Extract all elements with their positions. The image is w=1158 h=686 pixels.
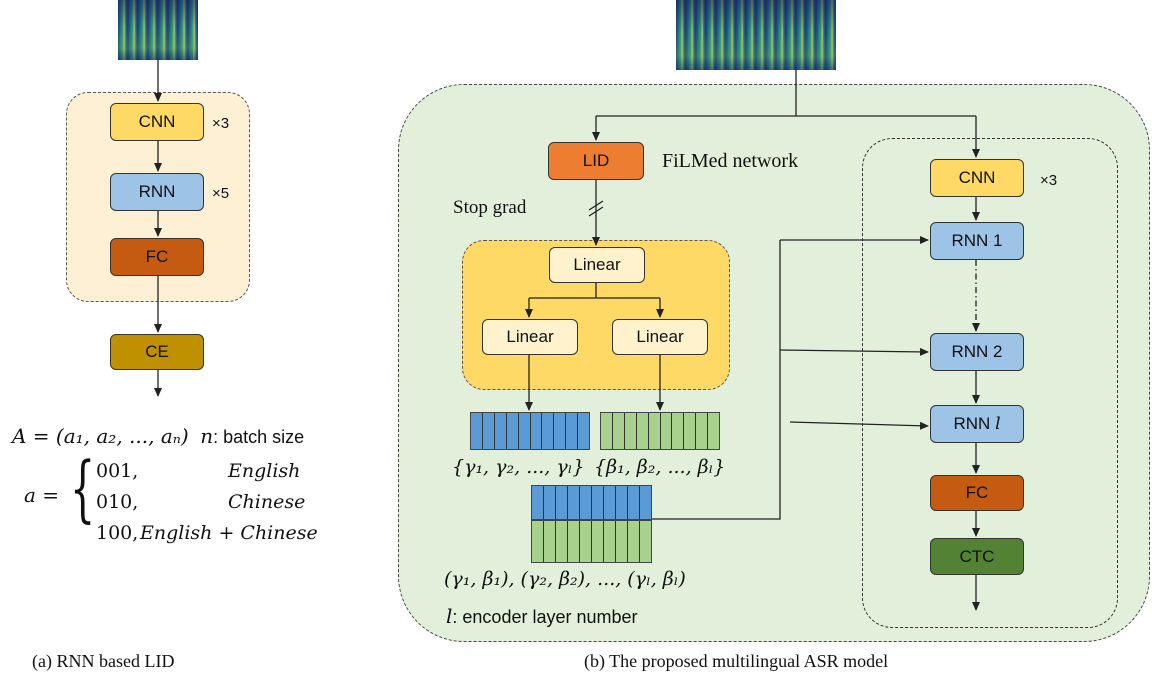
- case2-lang: Chinese: [228, 491, 306, 513]
- batch-size-var: n: [200, 424, 214, 448]
- batch-formula: A = (a₁, a₂, ..., aₙ) n: batch size: [12, 424, 304, 449]
- encoder-layer-note: l: encoder layer number: [446, 604, 638, 628]
- left-rnn-repeat: ×5: [212, 185, 230, 202]
- left-cnn-repeat: ×3: [212, 115, 230, 132]
- filmed-network-label: FiLMed network: [662, 150, 799, 172]
- case3-code: 100,: [96, 522, 139, 544]
- left-cnn-box: CNN: [110, 103, 204, 141]
- film-gamma-row: [531, 485, 652, 520]
- batch-size-text: : batch size: [213, 427, 305, 447]
- stop-grad-label: Stop grad: [453, 197, 527, 218]
- film-pairs-label: (γ₁, β₁), (γ₂, β₂), ..., (γₗ, βₗ): [444, 568, 686, 590]
- gamma-vector: [470, 412, 590, 450]
- asr-rnnl-box: RNN l: [930, 405, 1024, 443]
- asr-rnnl-prefix: RNN: [953, 414, 996, 433]
- left-fc-box: FC: [110, 238, 204, 276]
- gamma-set-label: {γ₁, γ₂, ..., γₗ}: [452, 456, 585, 478]
- lid-box: LID: [548, 142, 644, 180]
- batch-formula-text: A = (a₁, a₂, ..., aₙ): [12, 424, 189, 448]
- asr-rnn2-box: RNN 2: [930, 333, 1024, 371]
- encoder-layer-text: : encoder layer number: [452, 607, 638, 627]
- beta-set-label: {β₁, β₂, ..., βₗ}: [594, 456, 726, 478]
- asr-rnnl-var: l: [995, 414, 1001, 434]
- big-left-brace: {: [70, 446, 96, 530]
- case2-code: 010,: [96, 491, 139, 513]
- asr-fc-box: FC: [930, 475, 1024, 511]
- caption-a: (a) RNN based LID: [32, 651, 175, 671]
- asr-encoder-panel: [862, 138, 1118, 628]
- asr-rnn1-box: RNN 1: [930, 222, 1024, 260]
- case1-lang: English: [228, 460, 301, 482]
- linear-right-box: Linear: [612, 319, 708, 355]
- right-spectrogram: [676, 0, 836, 70]
- left-ce-box: CE: [110, 334, 204, 370]
- case1-code: 001,: [96, 460, 139, 482]
- asr-cnn-repeat: ×3: [1040, 172, 1058, 189]
- left-rnn-box: RNN: [110, 173, 204, 211]
- a-equals: a =: [24, 483, 60, 507]
- asr-cnn-box: CNN: [930, 159, 1024, 197]
- case3-lang: English + Chinese: [140, 522, 318, 544]
- asr-ctc-box: CTC: [930, 538, 1024, 575]
- left-spectrogram: [118, 0, 198, 60]
- caption-b: (b) The proposed multilingual ASR model: [584, 651, 889, 671]
- linear-left-box: Linear: [482, 319, 578, 355]
- linear-top-box: Linear: [549, 247, 645, 283]
- encoder-layer-var: l: [446, 604, 453, 628]
- film-beta-row: [531, 520, 652, 563]
- beta-vector: [600, 412, 720, 450]
